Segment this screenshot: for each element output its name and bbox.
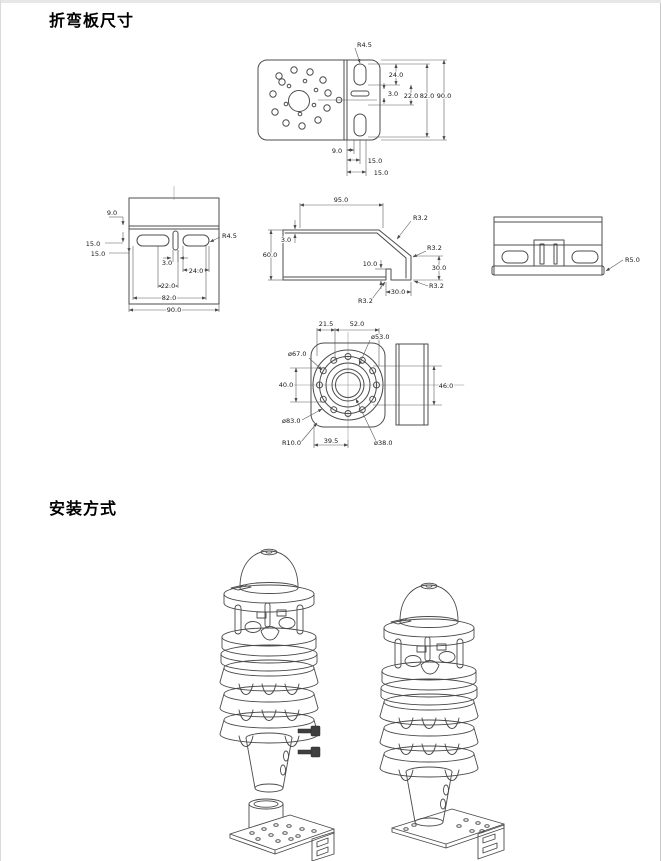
dim-label-side-r32-top: R3.2 xyxy=(413,214,428,222)
mounting-screws xyxy=(297,725,321,758)
bent-plate-end-view-drawing: R5.0 xyxy=(491,216,641,276)
weather-sensor-body xyxy=(219,548,319,793)
dim-label-front-3: 3.0 xyxy=(388,90,398,98)
heading-bend-plate-dimensions: 折弯板尺寸 xyxy=(49,11,135,30)
top-view-dimension-lines xyxy=(105,186,221,312)
flange-dimension-lines xyxy=(290,328,442,448)
dim-label-side-60: 60.0 xyxy=(263,251,277,259)
dim-label-top-9: 9.0 xyxy=(107,209,117,217)
dim-label-flange-40: 40.0 xyxy=(279,381,293,389)
dim-label-flange-r10: R10.0 xyxy=(282,439,301,447)
dim-label-top-3: 3.0 xyxy=(162,259,172,267)
dim-label-flange-215: 21.5 xyxy=(319,320,333,328)
bent-plate-front-view-drawing: R4.5 24.0 3.0 22.0 82.0 90.0 9.0 15.0 15… xyxy=(257,40,452,178)
dim-label-front-15a: 15.0 xyxy=(368,157,382,165)
dim-label-side-30-right: 30.0 xyxy=(432,264,446,272)
mounting-bracket xyxy=(391,808,505,860)
dim-label-flange-46: 46.0 xyxy=(439,382,453,390)
dim-label-side-95: 95.0 xyxy=(334,196,348,204)
flange-geometry xyxy=(289,331,465,441)
flange-dimension-labels: 21.5 52.0 ø53.0 ø67.0 40.0 46.0 ø83.0 R1… xyxy=(278,319,454,448)
dim-label-front-24: 24.0 xyxy=(389,71,403,79)
sensor-exploded-install-drawing xyxy=(219,548,335,861)
bent-plate-side-profile-drawing: 95.0 3.0 60.0 R3.2 R3.2 30.0 10.0 30.0 R… xyxy=(262,195,447,306)
dim-label-front-r45: R4.5 xyxy=(357,41,372,49)
heading-installation-method: 安装方式 xyxy=(49,499,118,518)
weather-sensor-body xyxy=(379,582,479,827)
dim-label-front-22: 22.0 xyxy=(404,92,418,100)
end-view-geometry xyxy=(491,216,605,276)
bent-plate-top-view-drawing: 9.0 15.0 15.0 R4.5 3.0 24.0 22.0 82.0 90… xyxy=(85,186,238,315)
side-view-dimension-lines xyxy=(268,203,443,300)
dim-label-front-82: 82.0 xyxy=(420,92,434,100)
dim-label-front-90: 90.0 xyxy=(437,92,451,100)
dim-label-flange-395: 39.5 xyxy=(324,437,338,445)
dim-label-side-r32-bc: R3.2 xyxy=(358,297,373,305)
mounting-base-plate xyxy=(229,798,335,861)
dim-label-flange-83: ø83.0 xyxy=(282,417,300,425)
front-view-dimension-labels: R4.5 24.0 3.0 22.0 82.0 90.0 9.0 15.0 15… xyxy=(331,40,452,178)
dim-label-flange-52: 52.0 xyxy=(350,320,364,328)
dim-label-top-22: 22.0 xyxy=(161,282,175,290)
dim-label-flange-67: ø67.0 xyxy=(288,350,306,358)
dim-label-side-3: 3.0 xyxy=(281,236,291,244)
dim-label-side-10: 10.0 xyxy=(363,260,377,268)
side-view-geometry xyxy=(282,229,412,281)
dim-label-side-r32-br: R3.2 xyxy=(429,282,444,290)
top-view-dimension-labels: 9.0 15.0 15.0 R4.5 3.0 24.0 22.0 82.0 90… xyxy=(85,208,238,315)
dim-label-top-15a: 15.0 xyxy=(86,240,100,248)
dim-label-flange-38: ø38.0 xyxy=(374,439,392,447)
dim-label-top-15b: 15.0 xyxy=(91,250,105,258)
dim-label-side-r32-mid: R3.2 xyxy=(427,244,442,252)
side-view-dimension-labels: 95.0 3.0 60.0 R3.2 R3.2 30.0 10.0 30.0 R… xyxy=(262,195,447,306)
end-view-dimension-lines xyxy=(605,259,624,272)
dim-label-side-30-bottom: 30.0 xyxy=(391,288,405,296)
front-view-dimension-lines xyxy=(318,47,447,176)
sensor-assembled-install-drawing xyxy=(379,582,505,860)
dim-label-top-90: 90.0 xyxy=(167,306,181,314)
dim-label-front-15b: 15.0 xyxy=(374,169,388,177)
dim-label-top-24: 24.0 xyxy=(189,267,203,275)
dim-label-front-9: 9.0 xyxy=(332,147,342,155)
dim-label-top-r45: R4.5 xyxy=(222,232,237,240)
page-top-edge xyxy=(1,0,661,3)
flange-adapter-drawing: 21.5 52.0 ø53.0 ø67.0 40.0 46.0 ø83.0 R1… xyxy=(278,319,465,448)
dim-label-end-r5: R5.0 xyxy=(625,256,640,264)
dim-label-flange-53: ø53.0 xyxy=(371,333,389,341)
dim-label-top-82: 82.0 xyxy=(162,294,176,302)
